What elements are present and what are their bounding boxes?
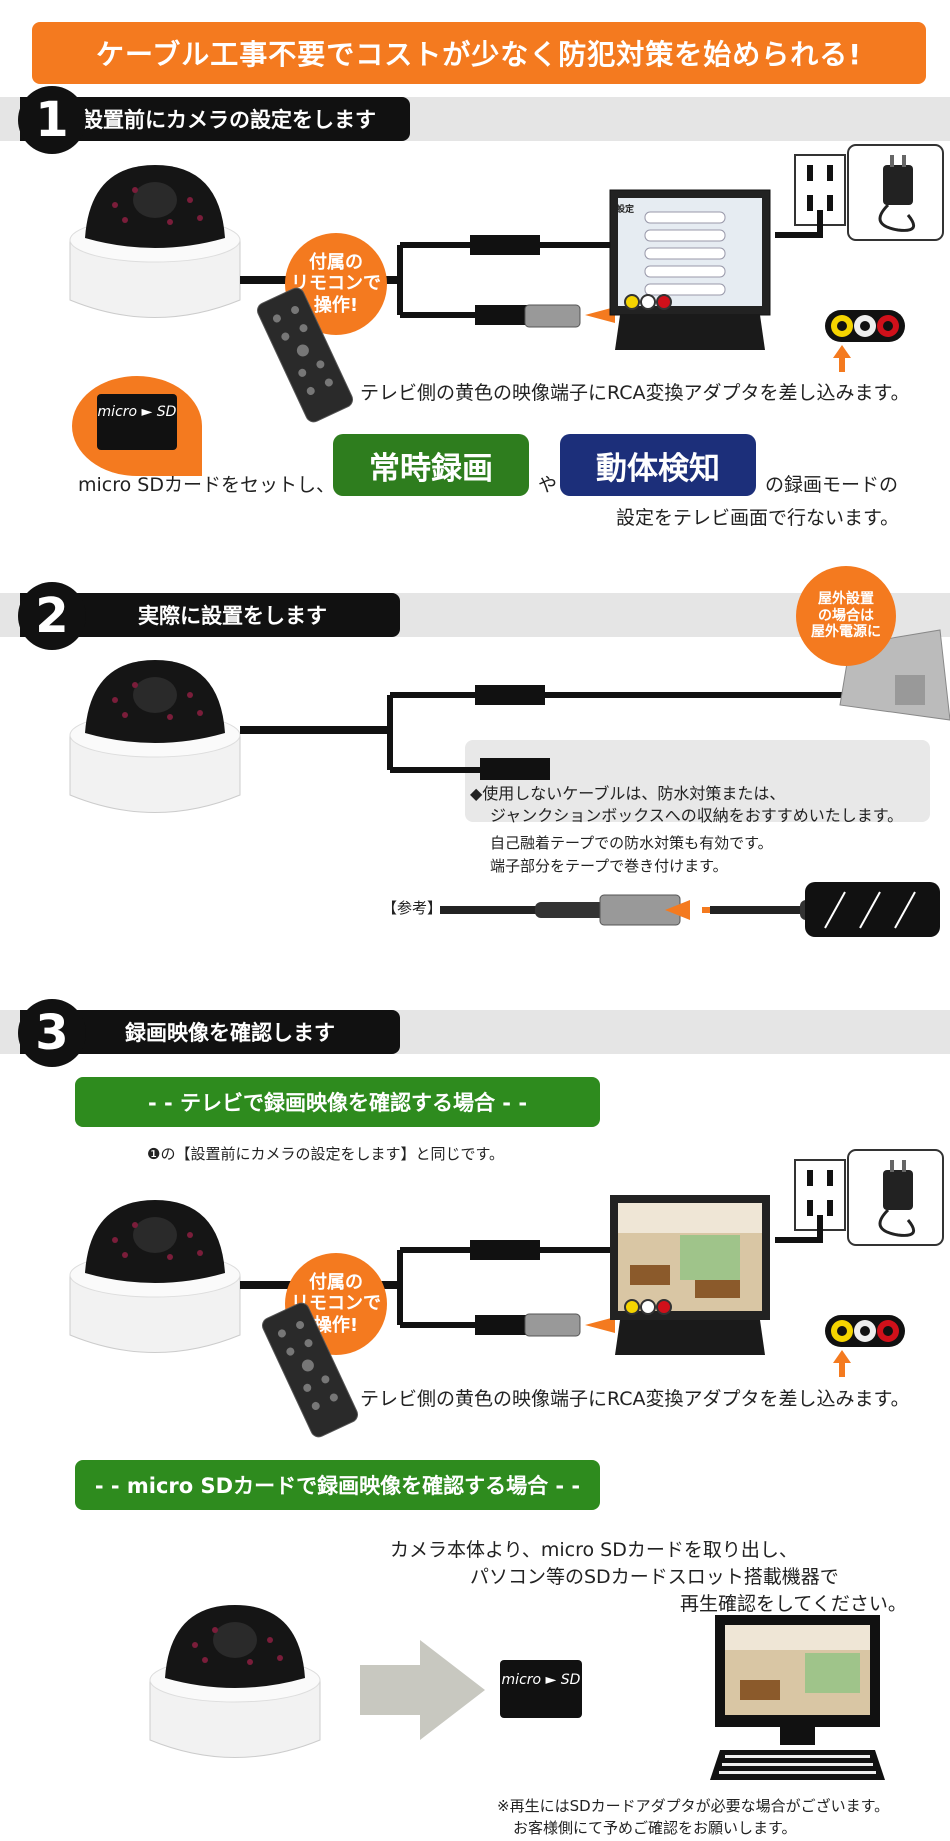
mode-continuous-badge: 常時録画	[333, 434, 529, 496]
footnote-line2: お客様側にて予めご確認をお願いします。	[513, 1819, 797, 1837]
cable-diagram-2	[240, 685, 880, 780]
sd-check-line3: 再生確認をしてください。	[680, 1593, 907, 1615]
rca-jacks-icon-3	[825, 1315, 905, 1377]
sd-line2: 設定をテレビ画面で行ないます。	[616, 507, 900, 529]
rca-note-1: テレビ側の黄色の映像端子にRCA変換アダプタを差し込みます。	[360, 382, 910, 404]
step3-number: 3	[18, 999, 86, 1067]
tape-note-line2: 端子部分をテープで巻き付けます。	[490, 857, 728, 875]
sd-card-icon: micro ► SD	[97, 394, 177, 450]
sd-check-line1: カメラ本体より、micro SDカードを取り出し、	[390, 1539, 798, 1561]
tv-monitor-1	[609, 189, 771, 350]
sd-card-icon-3: micro ► SD	[500, 1660, 582, 1718]
rca-jacks-icon	[825, 310, 905, 372]
tv-monitor-3	[610, 1195, 770, 1355]
step1-title: 設置前にカメラの設定をします	[20, 97, 410, 141]
tape-note-line1: 自己融着テープでの防水対策も有効です。	[490, 834, 773, 852]
ac-adapter-icon-3	[847, 1149, 944, 1246]
step3-title: 録画映像を確認します	[20, 1010, 400, 1054]
unused-cable-note-line1: ◆使用しないケーブルは、防水対策または、	[470, 784, 786, 803]
same-as-step1-note: ❶の【設置前にカメラの設定をします】と同じです。	[147, 1145, 504, 1163]
power-outlet-icon-3	[775, 1159, 846, 1243]
outdoor-callout: 屋外設置 の場合は 屋外電源に	[796, 566, 896, 666]
tv-check-heading: - - テレビで録画映像を確認する場合 - -	[75, 1077, 600, 1127]
sd-line1-prefix: micro SDカードをセットし、	[78, 474, 335, 496]
rca-note-3: テレビ側の黄色の映像端子にRCA変換アダプタを差し込みます。	[360, 1388, 910, 1410]
dome-camera-4	[149, 1605, 321, 1758]
reference-label: 【参考】	[382, 899, 443, 917]
dome-camera-1	[69, 165, 241, 318]
step1-number: 1	[18, 86, 86, 154]
dome-camera-3	[69, 1200, 241, 1353]
unused-cable-note-line2: ジャンクションボックスへの収納をおすすめいたします。	[490, 806, 904, 825]
unused-cable-note-box	[465, 740, 930, 822]
dome-camera-2	[69, 660, 241, 813]
tv-menu-title: 設定	[616, 205, 635, 215]
tape-reference-illustration	[440, 882, 940, 937]
ac-adapter-icon	[847, 144, 944, 241]
top-banner: ケーブル工事不要でコストが少なく防犯対策を始められる!	[32, 22, 926, 84]
footnote-line1: ※再生にはSDカードアダプタが必要な場合がございます。	[497, 1797, 890, 1815]
remote-control-icon	[257, 287, 353, 423]
sd-line1-suffix: の録画モードの	[765, 474, 899, 496]
remote-control-icon-3	[262, 1302, 358, 1438]
arrow-right-icon	[360, 1640, 485, 1740]
step2-number: 2	[18, 582, 86, 650]
mode-motion-badge: 動体検知	[560, 434, 756, 496]
sd-check-line2: パソコン等のSDカードスロット搭載機器で	[470, 1566, 839, 1588]
pc-monitor-icon	[710, 1615, 885, 1780]
sd-check-heading: - - micro SDカードで録画映像を確認する場合 - -	[75, 1460, 600, 1510]
power-outlet-icon	[775, 154, 846, 238]
sd-line1-mid: や	[538, 474, 558, 496]
